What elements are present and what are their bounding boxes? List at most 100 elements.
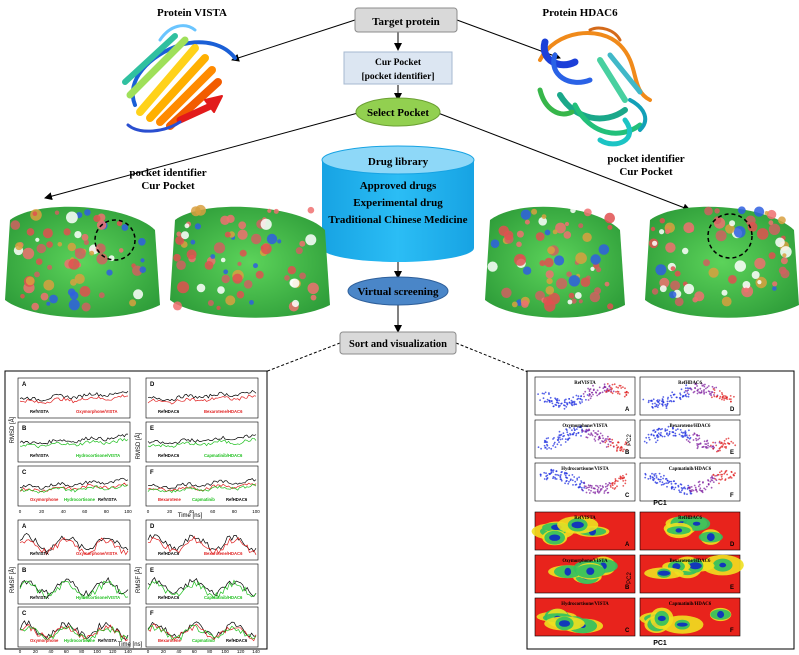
cur-pocket-line2: [pocket identifier] bbox=[361, 72, 434, 82]
rmsd-x-tick: 0 bbox=[19, 509, 22, 514]
legend-label: Hydrocortisone bbox=[64, 497, 96, 502]
subplot-letter: F bbox=[150, 470, 154, 476]
rmsd-x-tick: 100 bbox=[124, 509, 132, 514]
subplot-letter: E bbox=[150, 426, 154, 432]
select-pocket-node: Select Pocket bbox=[355, 97, 441, 127]
sort-visualization-label: Sort and visualization bbox=[349, 339, 447, 350]
legend-label: Bexarotene bbox=[158, 638, 181, 643]
legend-label: Capmatinib bbox=[192, 497, 215, 502]
pca-letter: C bbox=[625, 493, 630, 499]
pocket-surfaces bbox=[5, 204, 799, 318]
legend-label: RefVISTA bbox=[30, 551, 49, 556]
rmsd-x-tick: 60 bbox=[82, 509, 88, 514]
subplot-letter: C bbox=[22, 470, 27, 476]
legend-label: Bexarotene/HDAC6 bbox=[204, 551, 243, 556]
legend-label: RefHDAC6 bbox=[158, 409, 180, 414]
legend-label: RefVISTA bbox=[30, 453, 49, 458]
pc2-label-top: PC2 bbox=[627, 434, 633, 446]
rmsf-x-tick: 80 bbox=[79, 649, 85, 654]
rmsd-time-label: Time [ns] bbox=[178, 513, 203, 519]
rmsf-x-tick: 140 bbox=[252, 649, 260, 654]
virtual-screening-node: Virtual screening bbox=[347, 276, 449, 306]
legend-label: Bexarotene bbox=[158, 497, 181, 502]
rmsf-x-tick: 60 bbox=[64, 649, 70, 654]
rmsf-x-tick: 0 bbox=[19, 649, 22, 654]
pca-letter: B bbox=[625, 450, 630, 456]
rmsf-x-tick: 60 bbox=[192, 649, 198, 654]
protein-hdac6-label: Protein HDAC6 bbox=[542, 7, 618, 19]
rmsf-time-label: Time [ns] bbox=[118, 642, 143, 648]
legend-label: RefHDAC6 bbox=[226, 497, 248, 502]
rmsf-x-tick: 0 bbox=[147, 649, 150, 654]
right-pocket-label-1: pocket identifier bbox=[607, 153, 684, 165]
legend-label: RefVISTA bbox=[98, 638, 117, 643]
select-pocket-label: Select Pocket bbox=[367, 107, 429, 119]
rmsf-x-tick: 100 bbox=[221, 649, 229, 654]
legend-label: RefVISTA bbox=[98, 497, 117, 502]
pc1-label-top: PC1 bbox=[653, 500, 667, 507]
drug-library-item-3: Traditional Chinese Medicine bbox=[328, 214, 467, 226]
protein-vista-structure bbox=[122, 24, 237, 133]
series-line-2 bbox=[147, 437, 257, 448]
series-line-3 bbox=[20, 625, 129, 643]
legend-label: Capmatinib/HDAC6 bbox=[204, 595, 243, 600]
fel-title: Bexarotene/HDAC6 bbox=[670, 559, 712, 564]
pc1-label-bottom: PC1 bbox=[653, 640, 667, 647]
legend-label: Hydrocortisone/VISTA bbox=[76, 595, 120, 600]
series-line-2 bbox=[19, 537, 129, 556]
rmsd-ylabel-right: RMSD [Å] bbox=[135, 432, 142, 459]
drug-library-item-1: Approved drugs bbox=[360, 180, 437, 192]
pca-title: Capmatinib/HDAC6 bbox=[669, 467, 712, 472]
rmsd-x-tick: 80 bbox=[232, 509, 238, 514]
series-line-3 bbox=[147, 484, 257, 494]
series-line-2 bbox=[19, 624, 129, 642]
fel-letter: C bbox=[625, 628, 630, 634]
legend-label: RefVISTA bbox=[30, 595, 49, 600]
series-line-2 bbox=[19, 580, 129, 600]
right-pocket-label-2: Cur Pocket bbox=[619, 166, 673, 178]
connectors bbox=[44, 19, 691, 373]
legend-label: Bexarotene/HDAC6 bbox=[204, 409, 243, 414]
rmsf-x-tick: 140 bbox=[124, 649, 132, 654]
rmsd-ylabel-left: RMSD [Å] bbox=[9, 416, 16, 443]
series-line-1 bbox=[147, 621, 257, 639]
legend-label: Hydrocortisone bbox=[64, 638, 96, 643]
rmsd-x-tick: 0 bbox=[147, 509, 150, 514]
pca-scatter-B: Oxymorphone/VISTA B bbox=[534, 419, 636, 459]
series-line-1 bbox=[147, 434, 257, 445]
fel-letter: B bbox=[625, 585, 630, 591]
pocket-highlight-circle bbox=[94, 219, 136, 261]
fel-title: Hydrocortisone/VISTA bbox=[561, 602, 609, 607]
series-line-2 bbox=[147, 535, 257, 555]
rmsd-x-tick: 40 bbox=[189, 509, 195, 514]
cur-pocket-line1: Cur Pocket bbox=[375, 58, 422, 68]
rmsd-x-tick: 80 bbox=[104, 509, 110, 514]
series-line-1 bbox=[19, 433, 128, 445]
series-line-1 bbox=[19, 532, 129, 553]
pca-title: Oxymorphone/VISTA bbox=[562, 424, 608, 429]
series-line-1 bbox=[19, 390, 129, 402]
rmsf-x-tick: 40 bbox=[176, 649, 182, 654]
left-pocket-label-2: Cur Pocket bbox=[141, 180, 195, 192]
drug-library-title: Drug library bbox=[368, 156, 429, 168]
fel-letter: A bbox=[625, 542, 630, 548]
legend-label: RefHDAC6 bbox=[158, 595, 180, 600]
rmsf-x-tick: 120 bbox=[237, 649, 245, 654]
rmsf-ylabel-right: RMSF [Å] bbox=[135, 567, 142, 593]
pc2-label-bottom: PC2 bbox=[627, 572, 633, 584]
pca-title: RefHDAC6 bbox=[678, 381, 702, 386]
legend-label: RefHDAC6 bbox=[226, 638, 248, 643]
series-line-3 bbox=[19, 483, 129, 494]
